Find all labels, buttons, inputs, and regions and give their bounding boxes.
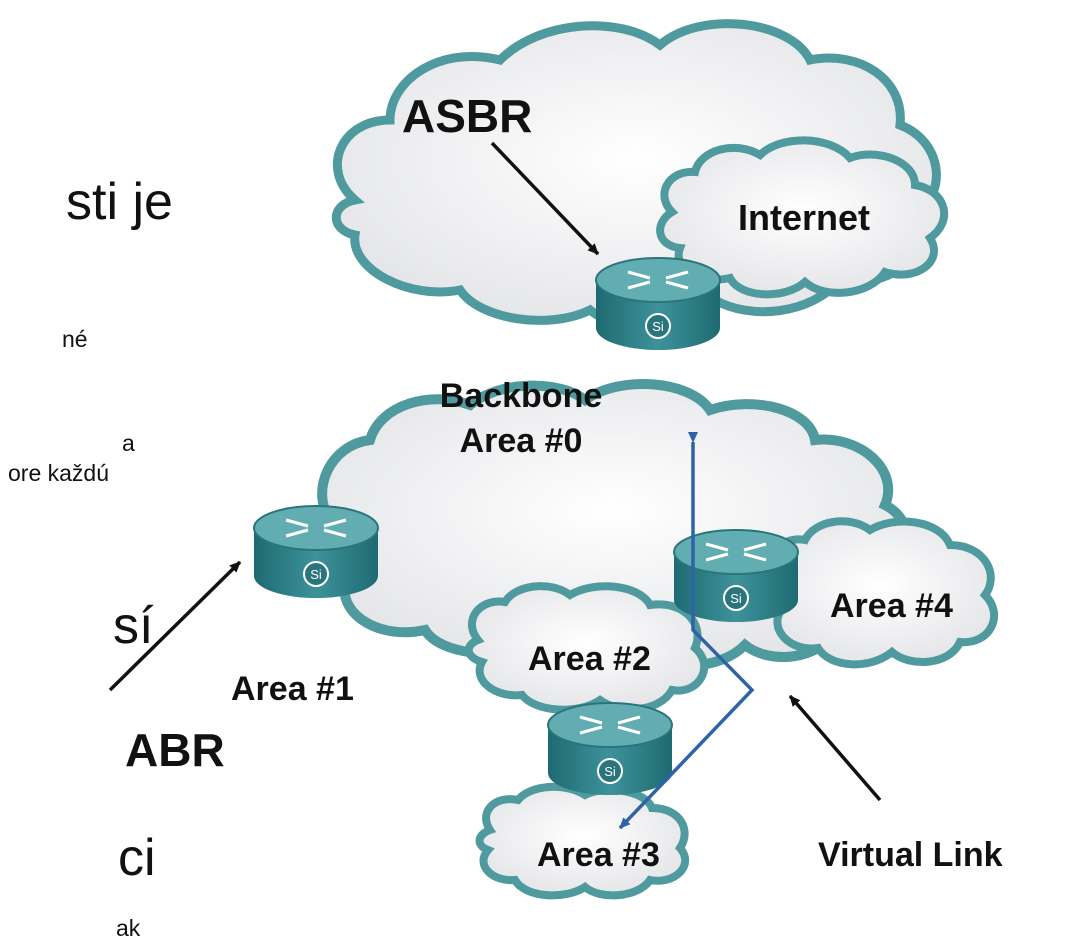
slide-text-fragment: ci (118, 829, 156, 887)
slide-text-fragment: sti je (66, 173, 173, 231)
area4-label: Area #4 (830, 587, 953, 625)
backbone-label: Backbone (440, 377, 603, 415)
router-badge: Si (310, 567, 322, 582)
area4-cloud (760, 517, 999, 669)
area0-label: Area #0 (460, 422, 583, 460)
virtual-link-path (618, 432, 755, 830)
asbr-label: ASBR (402, 90, 532, 142)
slide-text-fragment: sí (113, 597, 154, 655)
slide-text-fragment: ore každú (8, 460, 110, 486)
virtual-link-label: Virtual Link (818, 836, 1003, 874)
area2-label: Area #2 (528, 640, 651, 678)
area3-label: Area #3 (537, 836, 660, 874)
router-badge: Si (730, 591, 742, 606)
slide-text-fragment: né (62, 326, 88, 352)
router-badge: Si (652, 319, 664, 334)
internet-label: Internet (738, 197, 870, 238)
router-area4: Si (673, 529, 799, 622)
asbr-arrow (490, 141, 600, 256)
router-badge: Si (604, 764, 616, 779)
router-area3: Si (547, 702, 673, 795)
area1-label: Area #1 (231, 670, 354, 708)
router-asbr: Si (595, 257, 721, 350)
abr-label: ABR (125, 724, 225, 776)
router-abr: Si (253, 505, 379, 598)
virtual-link-arrow (788, 694, 882, 802)
slide-text-fragment: a (122, 430, 135, 456)
abr-arrow (108, 560, 242, 692)
